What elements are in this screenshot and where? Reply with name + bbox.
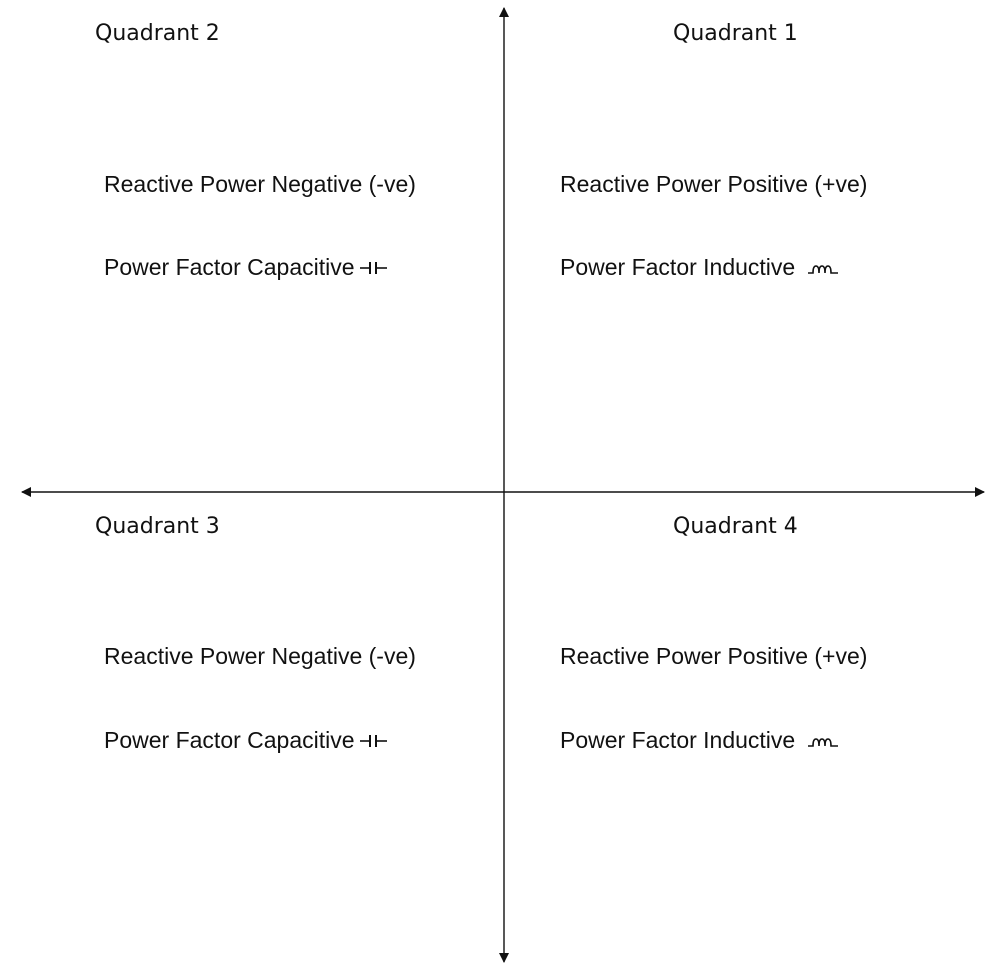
power-factor-row: Power Factor Inductive [560, 729, 839, 752]
quadrant-title: Quadrant 4 [673, 514, 798, 539]
power-factor-label: Power Factor Inductive [560, 727, 796, 753]
power-factor-row: Power Factor Capacitive [104, 729, 389, 752]
reactive-power-label: Reactive Power Positive (+ve) [560, 643, 868, 669]
capacitor-icon [359, 729, 389, 752]
capacitor-icon [359, 256, 389, 279]
power-factor-label: Power Factor Capacitive [104, 254, 355, 280]
power-factor-label: Power Factor Capacitive [104, 727, 355, 753]
reactive-power-label: Reactive Power Negative (-ve) [104, 643, 416, 669]
inductor-icon [807, 256, 839, 279]
power-factor-label: Power Factor Inductive [560, 254, 796, 280]
quadrant-title: Quadrant 2 [95, 21, 220, 46]
quadrant-title: Quadrant 3 [95, 514, 220, 539]
power-factor-row: Power Factor Inductive [560, 256, 839, 279]
power-factor-row: Power Factor Capacitive [104, 256, 389, 279]
reactive-power-label: Reactive Power Positive (+ve) [560, 171, 868, 197]
reactive-power-label: Reactive Power Negative (-ve) [104, 171, 416, 197]
quadrant-title: Quadrant 1 [673, 21, 798, 46]
inductor-icon [807, 729, 839, 752]
